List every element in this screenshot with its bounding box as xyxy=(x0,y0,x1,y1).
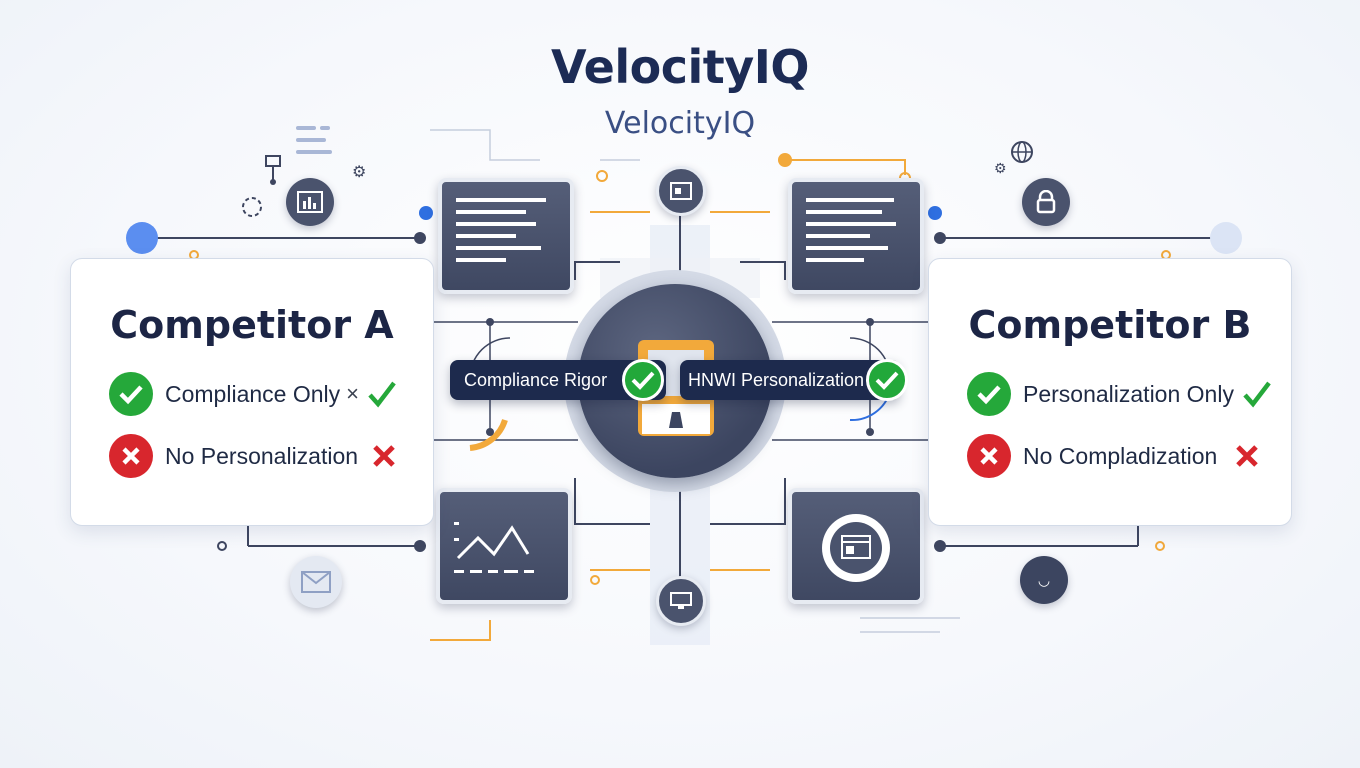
bar-chart-icon xyxy=(286,178,334,226)
times-symbol: × xyxy=(346,381,359,406)
check-circle-icon xyxy=(866,359,908,401)
competitor-b-feature-personalization: Personalization Only xyxy=(967,371,1272,417)
hnwi-personalization-pill: HNWI Personalization xyxy=(680,360,900,400)
small-blue-dot xyxy=(419,206,433,220)
x-circle-icon xyxy=(967,434,1011,478)
text-document-panel xyxy=(788,178,924,294)
blue-node-dot xyxy=(126,222,158,254)
x-mark-icon xyxy=(1235,444,1259,468)
stethoscope-icon xyxy=(262,154,286,191)
competitor-b-feature-compliance: No Compladization xyxy=(967,433,1259,479)
competitor-a-feature-personalization: No Personalization xyxy=(109,433,396,479)
competitor-b-title: Competitor B xyxy=(968,303,1252,347)
device-icon xyxy=(656,576,706,626)
x-circle-icon xyxy=(109,434,153,478)
globe-icon xyxy=(1010,140,1034,169)
hnwi-personalization-label: HNWI Personalization xyxy=(688,369,865,390)
id-card-icon xyxy=(656,166,706,216)
feature-label: No Compladization xyxy=(1023,442,1218,469)
gear-icon: ⚙ xyxy=(352,164,367,181)
loading-ring-icon xyxy=(240,195,264,224)
competitor-b-card: Competitor B Personalization Only No Com… xyxy=(928,258,1292,526)
lock-icon xyxy=(1022,178,1070,226)
text-document-panel xyxy=(438,178,574,294)
text-document-icon xyxy=(456,198,546,262)
check-circle-icon xyxy=(622,359,664,401)
check-circle-icon xyxy=(109,372,153,416)
competitor-a-title: Competitor A xyxy=(110,303,394,347)
text-document-icon xyxy=(806,198,896,262)
gear-icon: ⚙ xyxy=(994,160,1007,176)
window-target-icon xyxy=(822,514,890,582)
feature-label: Personalization Only xyxy=(1023,380,1234,407)
mail-icon xyxy=(290,556,342,608)
page-title: VelocityIQ xyxy=(551,40,809,94)
check-circle-icon xyxy=(967,372,1011,416)
line-chart-icon xyxy=(454,522,534,573)
light-node-dot xyxy=(1210,222,1242,254)
competitor-a-card: Competitor A Compliance Only × No Person… xyxy=(70,258,434,526)
line-chart-panel xyxy=(436,488,572,604)
competitor-a-feature-compliance: Compliance Only × xyxy=(109,371,397,417)
check-mark-icon xyxy=(367,380,397,408)
compliance-rigor-label: Compliance Rigor xyxy=(464,369,608,390)
small-blue-dot xyxy=(928,206,942,220)
smile-icon: ◡ xyxy=(1020,556,1068,604)
check-mark-icon xyxy=(1242,380,1272,408)
window-target-panel xyxy=(788,488,924,604)
feature-label: Compliance Only xyxy=(165,380,341,407)
toggle-lines-icon xyxy=(296,124,342,165)
page-subtitle: VelocityIQ xyxy=(604,106,756,141)
x-mark-icon xyxy=(372,444,396,468)
feature-label: No Personalization xyxy=(165,442,359,469)
